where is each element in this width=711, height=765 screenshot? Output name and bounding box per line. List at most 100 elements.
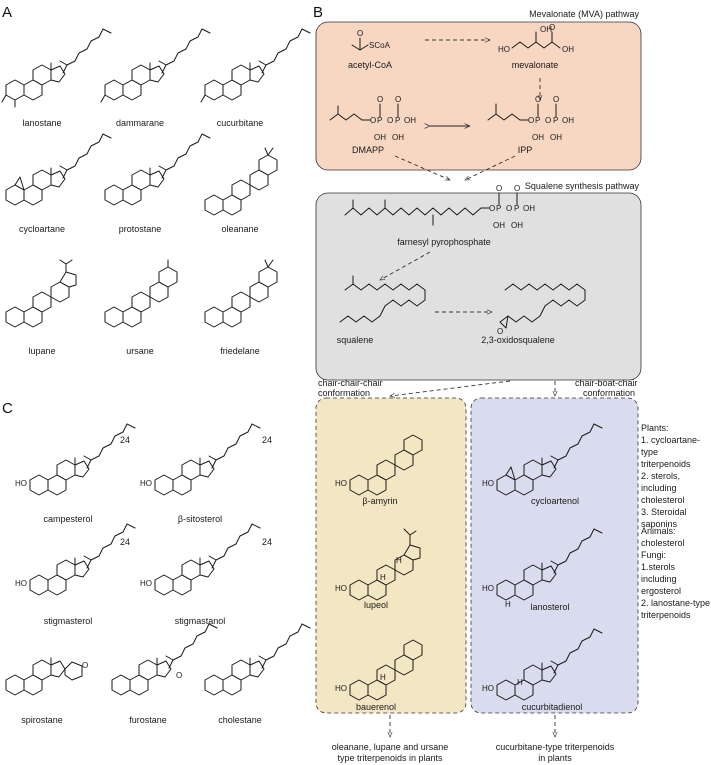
- dmapp-p2: P: [395, 116, 400, 125]
- lupeol-h1: H: [396, 556, 402, 565]
- ipp-p2: P: [553, 116, 558, 125]
- cbc-conformation-line1: chair-boat-chair: [575, 378, 638, 388]
- ipp-o1: O: [528, 116, 534, 125]
- cucurbitane-output-line2: in plants: [538, 753, 572, 763]
- ipp-o2: O: [545, 116, 551, 125]
- stigmasterol-structure: [29, 523, 136, 596]
- acetyl-coa-structure: O SCoA: [351, 29, 391, 51]
- squalene-pathway-box: [315, 192, 642, 381]
- plant-output-line1: oleanane, lupane and ursane: [332, 742, 449, 752]
- dmapp-o4: O: [395, 95, 401, 104]
- label-cucurbitadienol: cucurbitadienol: [522, 702, 583, 712]
- ursane-structure: [104, 259, 178, 328]
- panel-label-b: B: [313, 4, 323, 21]
- mevalonate-oh: OH: [562, 45, 574, 54]
- label-oxidosqualene: 2,3-oxidosqualene: [481, 335, 555, 345]
- label-spirostane: spirostane: [21, 715, 63, 725]
- oxidosqualene-structure: O: [497, 283, 586, 336]
- stigmastanol-structure: [154, 523, 261, 596]
- arrow-fpp-to-squalene: [380, 251, 431, 281]
- ipp-o3: O: [535, 95, 541, 104]
- c24-sitosterol: 24: [262, 435, 272, 445]
- cycloartane-structure: [5, 133, 112, 206]
- acetyl-coa-o: O: [357, 29, 363, 38]
- bauerenol-h: H: [380, 673, 386, 682]
- cucurbitadienol-h: H: [517, 678, 523, 687]
- ho-beta-amyrin: HO: [335, 479, 347, 488]
- panel-label-c: C: [2, 400, 13, 417]
- label-protostane: protostane: [119, 224, 162, 234]
- ccc-conformation-line1: chair-chair-chair: [318, 378, 383, 388]
- panel-c-sterols: HO HO HO HO O O 24 24 24 24 campesterol …: [5, 423, 311, 725]
- label-fpp: farnesyl pyrophosphate: [397, 237, 491, 247]
- mva-pathway-title: Mevalonate (MVA) pathway: [529, 9, 639, 19]
- mevalonate-structure: HO OH O OH: [498, 23, 574, 54]
- label-squalene: squalene: [337, 335, 374, 345]
- dmapp-o3: O: [377, 95, 383, 104]
- fpp-oh1: OH: [493, 221, 505, 230]
- furostane-structure: [111, 623, 218, 696]
- oxidosqualene-o: O: [497, 327, 503, 336]
- label-dammarane: dammarane: [116, 118, 164, 128]
- o-furostane: O: [176, 671, 182, 680]
- fpp-o4: O: [514, 184, 520, 193]
- fpp-structure: O P O P OH O O OH OH: [344, 184, 535, 230]
- label-lanosterol: lanosterol: [530, 602, 569, 612]
- arrow-dmapp-to-fpp: [394, 155, 450, 181]
- label-campesterol: campesterol: [43, 514, 92, 524]
- cucurbitane-structure: [200, 28, 311, 103]
- panel-a-skeletons: lanostane dammarane cucurbitane cycloart…: [1, 28, 311, 356]
- ho-sitosterol: HO: [140, 479, 152, 488]
- dammarane-structure: [100, 28, 211, 103]
- label-cycloartane: cycloartane: [19, 224, 65, 234]
- squalene-pathway-title: Squalene synthesis pathway: [525, 181, 640, 191]
- label-cholestane: cholestane: [218, 715, 262, 725]
- cholestane-structure: [204, 623, 311, 696]
- cbc-conformation-line2: conformation: [583, 388, 635, 398]
- ho-lupeol: HO: [335, 584, 347, 593]
- label-stigmasterol: stigmasterol: [44, 616, 93, 626]
- plants-note: Plants: 1. cycloartane-type triterpenoid…: [641, 423, 701, 529]
- dmapp-p1: P: [377, 116, 382, 125]
- ho-stigmastanol: HO: [140, 579, 152, 588]
- dmapp-structure: O P O P OH O O OH OH: [329, 95, 416, 142]
- c24-campesterol: 24: [120, 435, 130, 445]
- mevalonate-ho: HO: [498, 45, 510, 54]
- cucurbitane-output-line1: cucurbitane-type triterpenoids: [496, 742, 615, 752]
- dmapp-oh3: OH: [404, 116, 416, 125]
- ho-cycloartenol: HO: [482, 479, 494, 488]
- ho-cucurbitadienol: HO: [482, 684, 494, 693]
- label-cucurbitane: cucurbitane: [217, 118, 264, 128]
- label-ursane: ursane: [126, 346, 154, 356]
- acetyl-coa-scoa: SCoA: [369, 41, 391, 50]
- lanosterol-structure: H: [496, 528, 603, 609]
- label-lanostane: lanostane: [22, 118, 61, 128]
- mevalonate-oh-tertiary: OH: [540, 25, 552, 34]
- animals-fungi-note: Animals: cholesterol Fungi: 1.sterols in…: [641, 526, 711, 620]
- c24-stigmastanol: 24: [262, 537, 272, 547]
- ipp-o4: O: [553, 95, 559, 104]
- o-spirostane: O: [82, 661, 88, 670]
- label-beta-sitosterol: β-sitosterol: [178, 514, 222, 524]
- lupeol-structure: HH: [349, 528, 421, 601]
- label-beta-amyrin: β-amyrin: [362, 496, 397, 506]
- bauerenol-structure: H: [349, 639, 423, 701]
- ipp-oh1: OH: [532, 133, 544, 142]
- ccc-conformation-line2: conformation: [318, 388, 370, 398]
- animal-fungi-cyclization-box: [470, 397, 639, 714]
- beta-sitosterol-structure: [154, 423, 261, 496]
- label-acetyl-coa: acetyl-CoA: [348, 60, 392, 70]
- mva-pathway-box: [315, 21, 642, 171]
- label-oleanane: oleanane: [221, 224, 258, 234]
- ho-campesterol: HO: [15, 479, 27, 488]
- dmapp-oh2: OH: [392, 133, 404, 142]
- label-mevalonate: mevalonate: [512, 60, 559, 70]
- fpp-oh3: OH: [523, 204, 535, 213]
- label-lupane: lupane: [28, 346, 55, 356]
- fpp-o1: O: [489, 204, 495, 213]
- label-furostane: furostane: [129, 715, 167, 725]
- spirostane-structure: [5, 657, 83, 696]
- label-stigmastanol: stigmastanol: [175, 616, 226, 626]
- lupane-structure: [5, 259, 77, 328]
